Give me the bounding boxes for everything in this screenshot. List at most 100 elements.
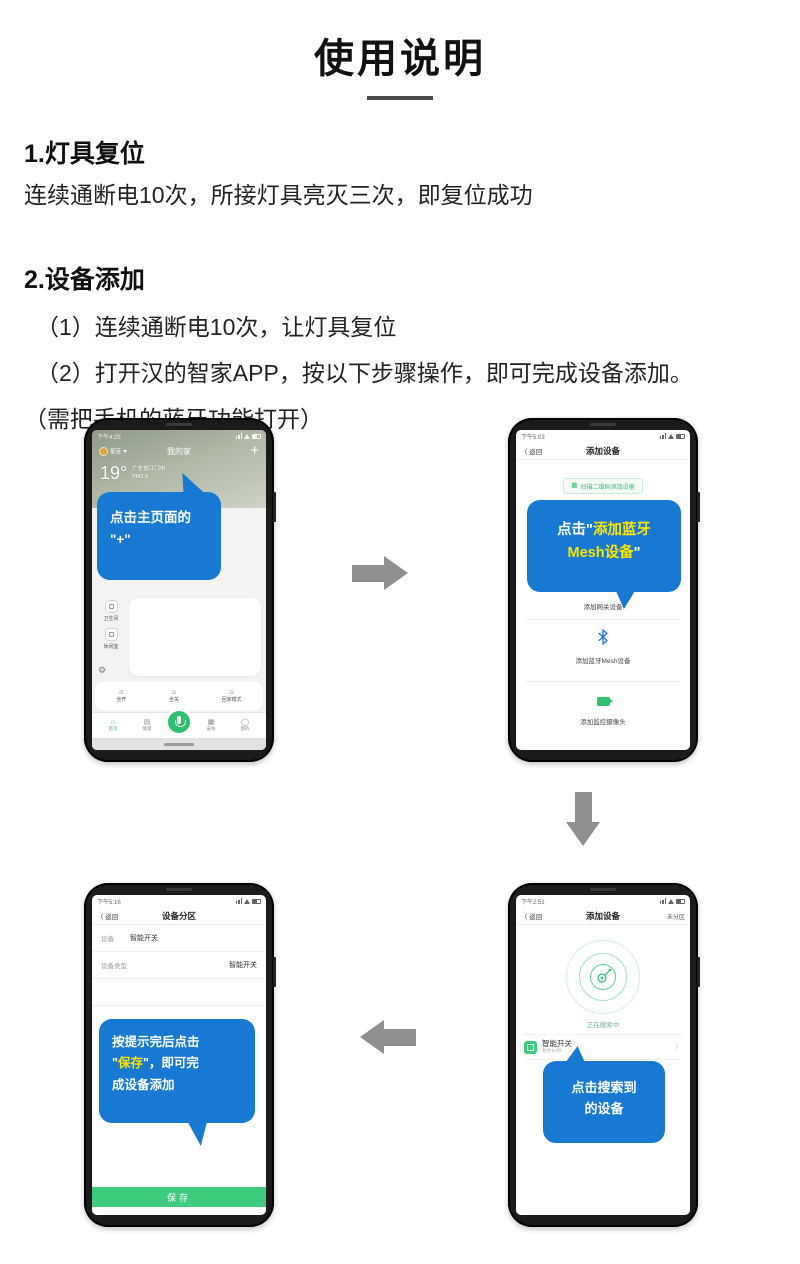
- bubble-text: 点击搜索到: [571, 1080, 637, 1095]
- voice-mic-button[interactable]: [168, 710, 190, 733]
- arrow-right-icon: [352, 556, 408, 590]
- signal-icon: [235, 898, 242, 904]
- device-type-row[interactable]: 设备类型 智能开关: [92, 952, 266, 979]
- bubble-text: 点击": [557, 522, 593, 538]
- avatar: [99, 446, 108, 456]
- field-value: 智能开关: [130, 935, 158, 942]
- back-button[interactable]: 〈 返回: [521, 914, 543, 921]
- status-time: 下午2:51: [521, 899, 545, 906]
- battery-icon: [252, 433, 261, 439]
- add-camera-label: 添加监控摄像头: [580, 719, 626, 726]
- room-label: 休闲室: [103, 644, 119, 650]
- person-icon: ◯: [241, 718, 249, 726]
- bluetooth-icon: [598, 629, 608, 645]
- chevron-right-icon: 〉: [675, 1044, 682, 1051]
- bubble-highlight: 添加蓝牙: [592, 522, 651, 538]
- nav-label: 安防: [206, 726, 216, 732]
- camera-icon: [596, 697, 613, 706]
- room-item-lounge[interactable]: 休闲室: [95, 628, 127, 650]
- status-icons: [235, 898, 261, 904]
- status-bar: 下午5:16: [97, 897, 261, 906]
- device-text: 智能开关 剩余52秒: [542, 1039, 572, 1054]
- home-title: 我的家: [167, 446, 191, 456]
- house-icon: ⌂: [171, 688, 177, 696]
- arrow-left-icon: [360, 1020, 416, 1054]
- scan-qr-row[interactable]: ▦ 扫描二维码添加设备: [516, 474, 690, 495]
- add-bluetooth-mesh-item[interactable]: 添加蓝牙Mesh设备: [516, 629, 690, 665]
- divider: [525, 619, 681, 620]
- device-name: 智能开关: [542, 1039, 572, 1049]
- room-item-bathroom[interactable]: 卫生间: [95, 600, 127, 622]
- speech-bubble-click-plus: 点击主页面的 "+": [97, 492, 221, 580]
- security-icon: ▦: [207, 718, 215, 726]
- add-plus-button[interactable]: +: [250, 442, 259, 459]
- bubble-text: "，即可完: [142, 1056, 199, 1071]
- quick-label: 全开: [116, 696, 127, 703]
- qr-code-icon: ▦: [571, 482, 578, 489]
- status-icons: [659, 433, 685, 439]
- add-gateway-item[interactable]: 添加网关设备: [516, 601, 690, 611]
- page-header-title: 添加设备: [585, 446, 620, 456]
- bottom-nav: ⌂ 首页 ▤ 情景 ▦ 安防 ◯: [92, 710, 266, 738]
- quick-home-mode[interactable]: ⌂ 回家模式: [222, 689, 242, 703]
- user-name: 星苗: [110, 449, 122, 455]
- home-titlebar: 星苗 我的家 +: [92, 442, 266, 459]
- device-zone-row[interactable]: [92, 979, 266, 1006]
- save-button[interactable]: 保存: [92, 1187, 266, 1207]
- battery-icon: [252, 898, 261, 904]
- arrow-down-icon: [566, 792, 600, 846]
- bubble-highlight: 保存: [117, 1056, 143, 1071]
- steps-figure-area: 下午4:25 星苗 我的家: [0, 408, 800, 1264]
- section2-step1: （1）连续通断电10次，让灯具复位: [36, 314, 397, 340]
- house-icon: ⌂: [229, 688, 234, 696]
- nav-scene-tab[interactable]: ▤ 情景: [134, 719, 160, 733]
- quick-all-on[interactable]: ⌂ 全开: [116, 689, 126, 703]
- bubble-text: 点击主页面的: [110, 510, 191, 525]
- city-label: 广东省江门市: [132, 466, 166, 472]
- wifi-icon: [668, 433, 674, 439]
- phone-frame-step2: 下午5:03 〈 返回 添加设备 ▦ 扫描二维码添加设备: [508, 418, 700, 762]
- user-chip[interactable]: 星苗: [99, 446, 128, 456]
- found-device-row[interactable]: 智能开关 剩余52秒 〉: [524, 1034, 682, 1060]
- phone4-screen: 下午5:16 〈 返回 设备分区 设备 智能开关: [92, 895, 266, 1215]
- bubble-text: 的设备: [584, 1100, 624, 1116]
- quick-all-off[interactable]: ⌂ 全关: [169, 689, 179, 703]
- battery-icon: [676, 433, 685, 439]
- speaker-notch: [590, 888, 616, 891]
- back-button[interactable]: 〈 返回: [97, 914, 119, 921]
- device-form: 设备 智能开关 设备类型 智能开关: [92, 925, 266, 1006]
- wifi-icon: [244, 433, 250, 439]
- wifi-icon: [244, 898, 250, 904]
- status-icons: [235, 433, 261, 439]
- page-header-title: 添加设备: [585, 911, 620, 921]
- group-label[interactable]: 未分区: [666, 914, 685, 921]
- section1-body: 连续通断电10次，所接灯具亮灭三次，即复位成功: [24, 182, 533, 208]
- back-button[interactable]: 〈 返回: [521, 449, 543, 456]
- bubble-text: ": [112, 1056, 118, 1071]
- speech-bubble-tap-device: 点击搜索到 的设备: [543, 1061, 665, 1143]
- field-label: 设备类型: [101, 963, 127, 970]
- nav-security-tab[interactable]: ▦ 安防: [198, 719, 224, 733]
- signal-icon: [659, 433, 666, 439]
- settings-gear-icon[interactable]: ⚙: [98, 665, 107, 675]
- signal-icon: [659, 898, 666, 904]
- status-bar: 下午5:03: [521, 432, 685, 441]
- nav-header: 〈 返回 设备分区: [92, 908, 266, 925]
- add-camera-item[interactable]: 添加监控摄像头: [516, 693, 690, 726]
- nav-home-tab[interactable]: ⌂ 首页: [100, 719, 126, 733]
- room-card: [129, 598, 261, 676]
- section2-heading: 2.设备添加: [24, 266, 145, 294]
- nav-me-tab[interactable]: ◯ 我的: [232, 719, 258, 733]
- room-icon: [104, 628, 118, 641]
- device-name-row[interactable]: 设备 智能开关: [92, 925, 266, 952]
- chevron-down-icon: [123, 449, 128, 453]
- phone-frame-step1: 下午4:25 星苗 我的家: [84, 418, 276, 762]
- section2-step2: （2）打开汉的智家APP，按以下步骤操作，即可完成设备添加。: [36, 360, 693, 386]
- phone2-screen: 下午5:03 〈 返回 添加设备 ▦ 扫描二维码添加设备: [516, 430, 690, 750]
- speaker-notch: [590, 423, 616, 426]
- mesh-device-icon: [597, 968, 612, 983]
- status-time: 下午4:25: [97, 434, 121, 441]
- weather-widget: 19° 广东省江门市 PM2.5: [92, 464, 266, 482]
- field-value: 智能开关: [229, 962, 257, 969]
